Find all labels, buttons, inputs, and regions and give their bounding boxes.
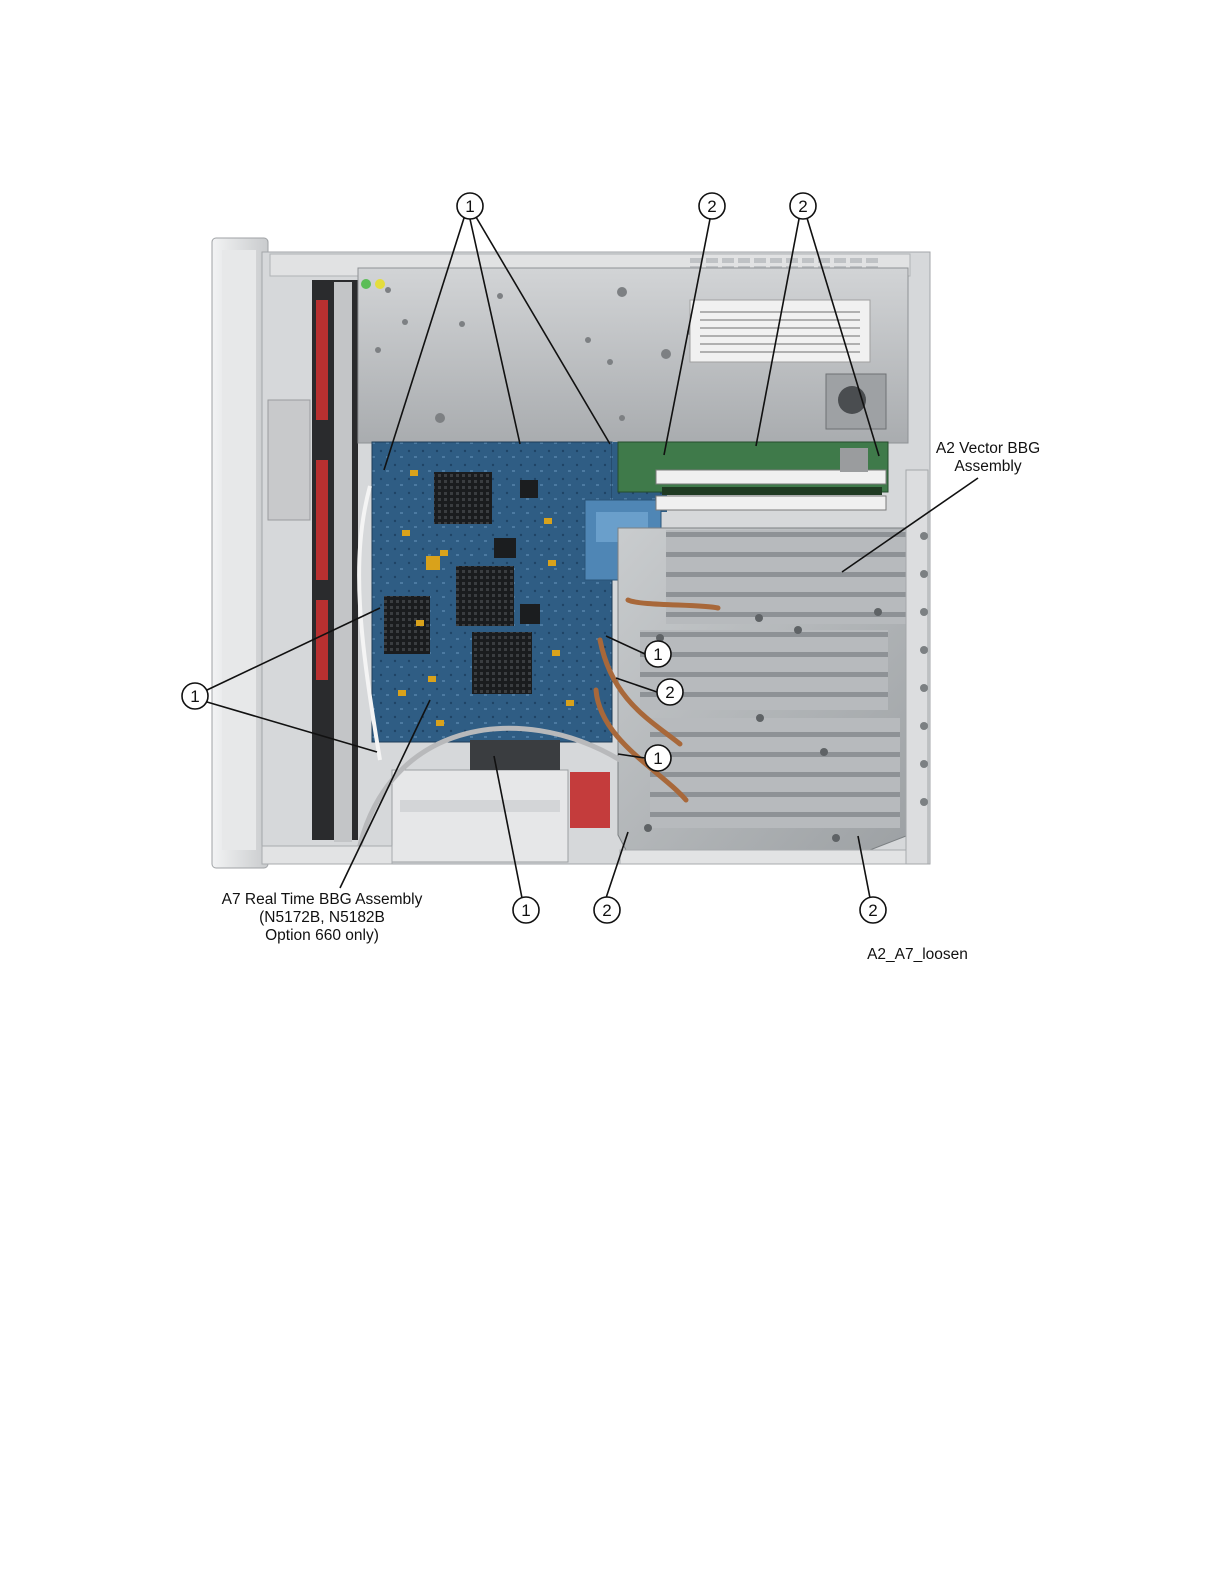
callout-c-top-1: 1 bbox=[457, 193, 483, 219]
a7-label-line1: A7 Real Time BBG Assembly bbox=[200, 891, 444, 909]
callout-c-left-1: 1 bbox=[182, 683, 208, 709]
warning-label bbox=[690, 300, 870, 362]
a7-assembly-label: A7 Real Time BBG Assembly (N5172B, N5182… bbox=[200, 891, 444, 945]
instrument-photo bbox=[212, 238, 930, 868]
svg-text:1: 1 bbox=[521, 901, 530, 920]
callout-c-bot-1: 1 bbox=[513, 897, 539, 923]
figure-id: A2_A7_loosen bbox=[850, 946, 985, 964]
bottom-bracket bbox=[392, 770, 568, 862]
a2-label-line2: Assembly bbox=[928, 458, 1048, 476]
svg-text:2: 2 bbox=[707, 197, 716, 216]
callout-c-bot-2a: 2 bbox=[594, 897, 620, 923]
svg-text:1: 1 bbox=[653, 645, 662, 664]
svg-text:2: 2 bbox=[798, 197, 807, 216]
callout-c-top-2a: 2 bbox=[699, 193, 725, 219]
callout-c-mid-2: 2 bbox=[657, 679, 683, 705]
svg-text:1: 1 bbox=[653, 749, 662, 768]
a7-label-line2: (N5172B, N5182B bbox=[200, 909, 444, 927]
svg-text:2: 2 bbox=[602, 901, 611, 920]
svg-text:2: 2 bbox=[868, 901, 877, 920]
a2-assembly-label: A2 Vector BBG Assembly bbox=[928, 440, 1048, 476]
callout-c-top-2b: 2 bbox=[790, 193, 816, 219]
callout-c-bot-2b: 2 bbox=[860, 897, 886, 923]
svg-text:1: 1 bbox=[465, 197, 474, 216]
callout-c-mid-1b: 1 bbox=[645, 745, 671, 771]
svg-text:2: 2 bbox=[665, 683, 674, 702]
a7-label-line3: Option 660 only) bbox=[200, 927, 444, 945]
svg-text:1: 1 bbox=[190, 687, 199, 706]
a2-label-line1: A2 Vector BBG bbox=[928, 440, 1048, 458]
callout-c-mid-1a: 1 bbox=[645, 641, 671, 667]
